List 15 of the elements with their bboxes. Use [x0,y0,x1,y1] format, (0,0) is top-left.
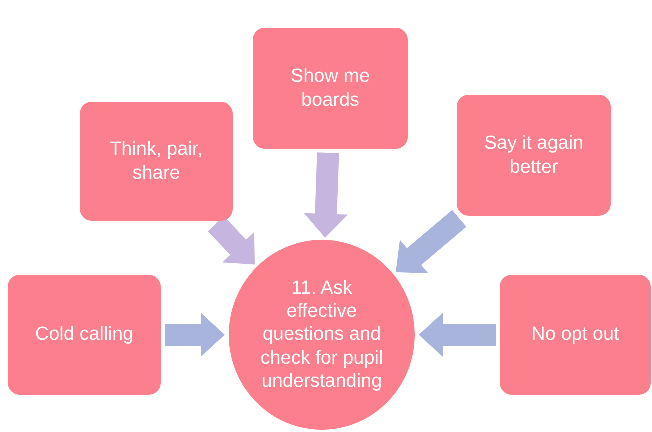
node-text: Say it again better [483,132,585,179]
strategy-box [253,28,408,149]
strategy-box [500,275,651,395]
node-text: No opt out [532,323,620,347]
block-arrow [165,313,225,357]
node-text: Think, pair, share [109,138,204,185]
block-arrow [419,313,496,357]
node-text: Cold calling [35,323,134,347]
node-text: Show me boards [290,65,372,112]
strategy-box [80,102,233,221]
strategy-box [457,95,611,216]
block-arrow [304,152,348,238]
node-text: 11. Ask effective questions and check for pupil understanding [260,277,384,393]
block-arrow [396,210,467,274]
strategy-box [8,275,161,395]
